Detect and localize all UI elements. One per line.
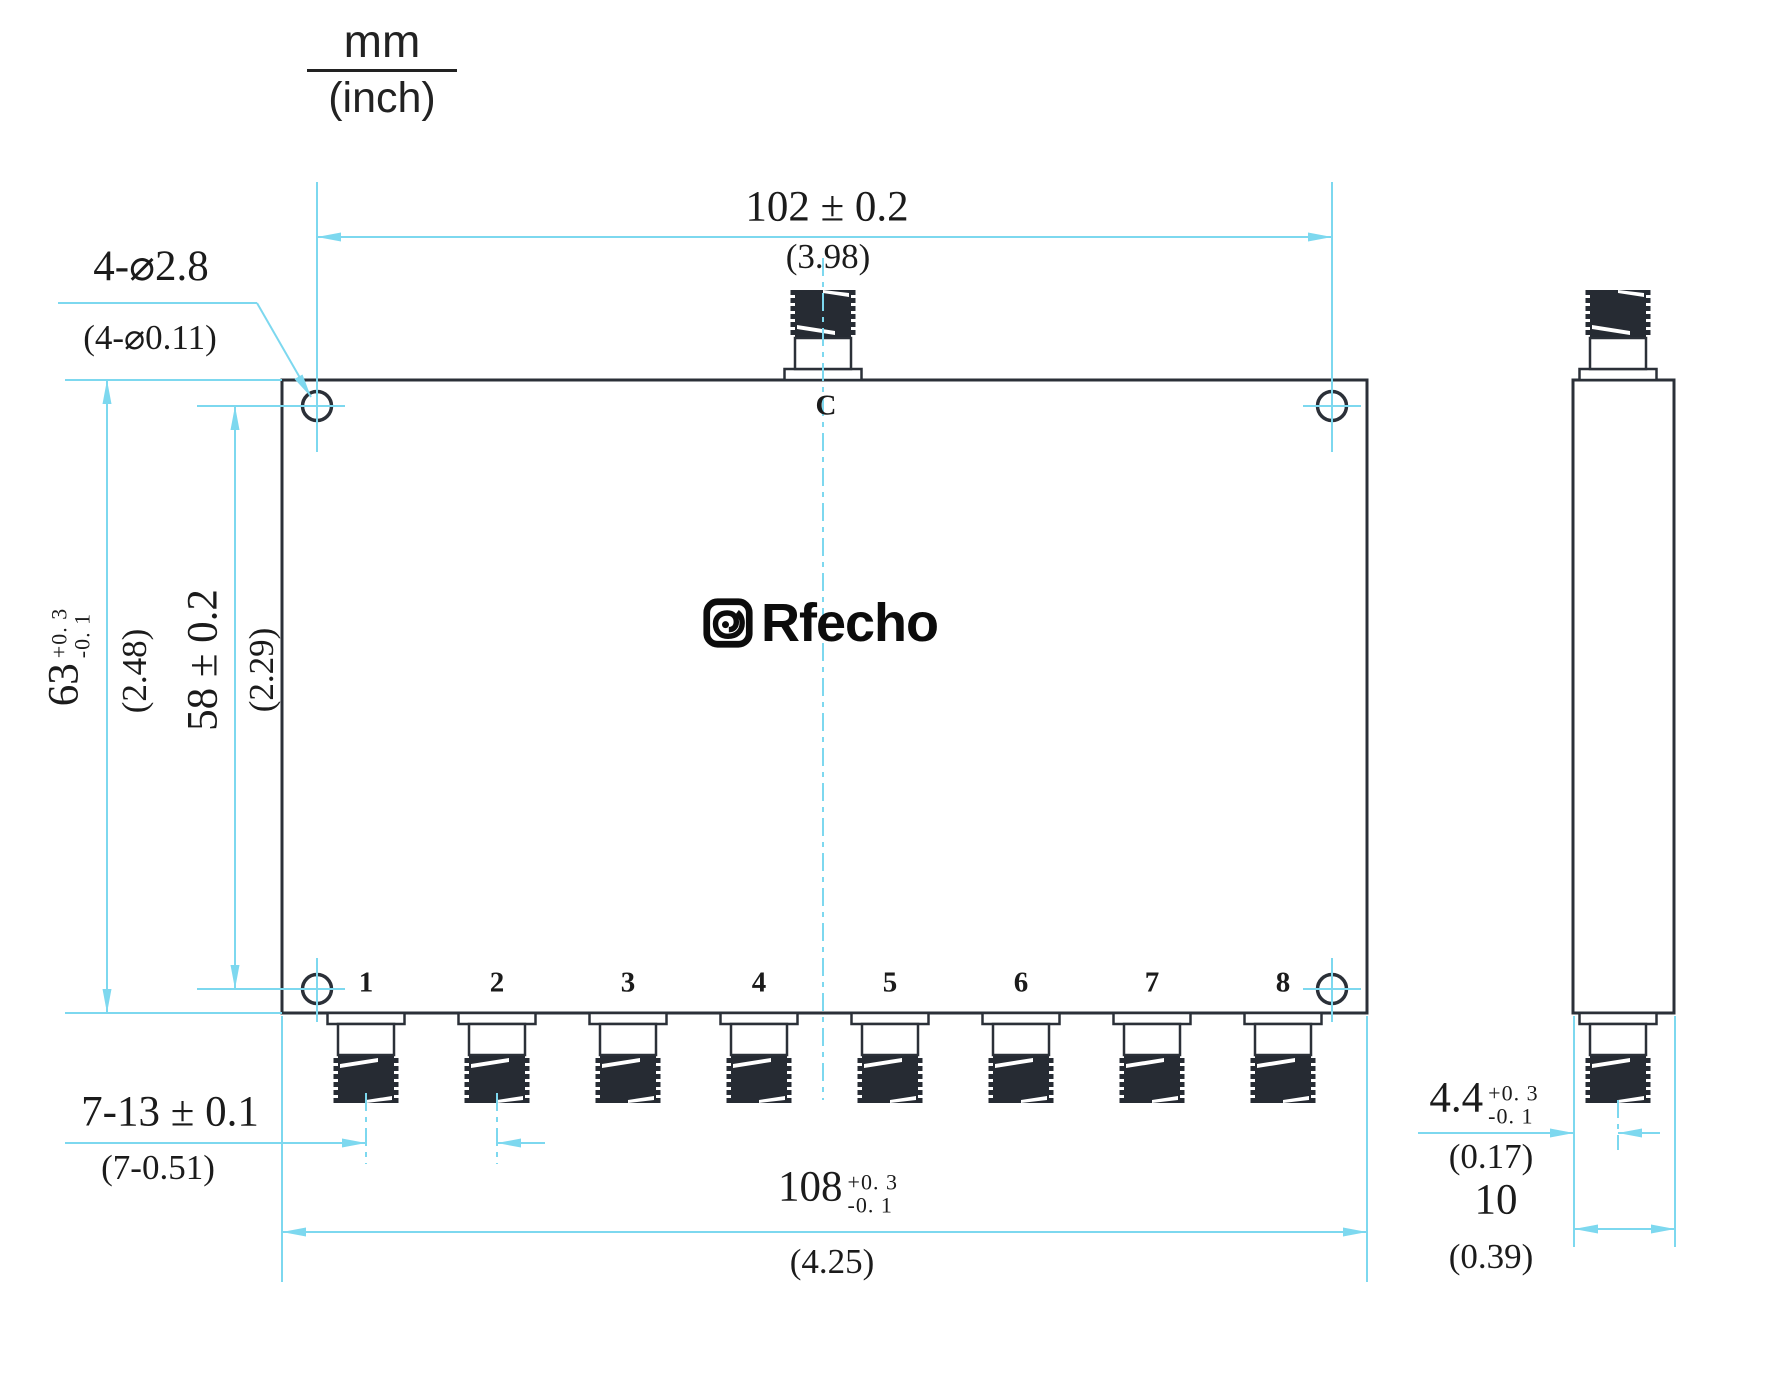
port-label-3: 3 bbox=[620, 966, 636, 999]
dim-body-thickness-mm: 10 bbox=[1474, 1176, 1518, 1224]
side-view-body bbox=[1571, 378, 1676, 1015]
port-label-2: 2 bbox=[489, 966, 505, 999]
port-label-6: 6 bbox=[1013, 966, 1029, 999]
dim-port-offset-value: 4.4 bbox=[1429, 1074, 1484, 1122]
dim-body-width-inch: (4.25) bbox=[789, 1242, 875, 1281]
dim-corner-holes-inch: (4-⌀0.11) bbox=[83, 318, 217, 357]
tolerance-minus: -0. 1 bbox=[69, 612, 95, 659]
dim-port-pitch-inch: (7-0.51) bbox=[101, 1148, 215, 1187]
dim-body-height-tolerance: +0. 3-0. 1 bbox=[46, 607, 95, 659]
tolerance-plus: +0. 3 bbox=[847, 1169, 898, 1195]
port-label-c: C bbox=[815, 389, 837, 422]
port-label-1: 1 bbox=[358, 966, 374, 999]
extension-lines bbox=[65, 182, 1676, 1282]
port-label-8: 8 bbox=[1275, 966, 1291, 999]
dim-hole-spacing-y-inch: (2.29) bbox=[242, 627, 281, 713]
rfecho-spiral-icon bbox=[703, 598, 753, 648]
units-mm: mm bbox=[343, 15, 421, 67]
centerlines bbox=[365, 258, 1619, 1164]
port-label-4: 4 bbox=[751, 966, 767, 999]
dim-port-offset-mm: 4.4+0. 3-0. 1 bbox=[1429, 1073, 1538, 1130]
tolerance-plus: +0. 3 bbox=[46, 607, 72, 659]
dim-body-width-value: 108 bbox=[778, 1163, 843, 1211]
brand-logo: Rfecho bbox=[703, 592, 939, 654]
dim-body-width-tolerance: +0. 3-0. 1 bbox=[847, 1169, 898, 1218]
dim-port-offset-tolerance: +0. 3-0. 1 bbox=[1488, 1080, 1539, 1129]
dim-hole-spacing-x-inch: (3.98) bbox=[785, 237, 871, 276]
port-label-5: 5 bbox=[882, 966, 898, 999]
tolerance-plus: +0. 3 bbox=[1488, 1080, 1539, 1106]
dim-body-height-value: 63 bbox=[40, 663, 88, 707]
units-fraction-bar bbox=[307, 68, 457, 72]
dim-hole-spacing-y-mm: 58 ± 0.2 bbox=[179, 589, 227, 731]
port-label-7: 7 bbox=[1144, 966, 1160, 999]
front-bottom-connectors bbox=[326, 1011, 1323, 1105]
front-view-body bbox=[280, 378, 1369, 1015]
dim-port-offset-inch: (0.17) bbox=[1448, 1137, 1534, 1176]
dimension-lines bbox=[58, 236, 1675, 1233]
dim-hole-spacing-x-mm: 102 ± 0.2 bbox=[745, 183, 909, 231]
dim-body-height-mm: 63+0. 3-0. 1 bbox=[39, 608, 96, 706]
tolerance-minus: -0. 1 bbox=[847, 1192, 893, 1218]
tolerance-minus: -0. 1 bbox=[1488, 1103, 1534, 1129]
dim-corner-holes-mm: 4-⌀2.8 bbox=[93, 243, 209, 290]
brand-logo-text: Rfecho bbox=[761, 593, 939, 653]
dim-port-pitch-mm: 7-13 ± 0.1 bbox=[81, 1088, 259, 1136]
units-inch: (inch) bbox=[328, 73, 436, 122]
dim-body-width-mm: 108+0. 3-0. 1 bbox=[778, 1162, 898, 1219]
units-note: mm (inch) bbox=[304, 15, 460, 125]
dim-body-height-inch: (2.48) bbox=[115, 628, 154, 714]
dimension-arrowheads bbox=[102, 232, 1675, 1237]
dim-body-thickness-inch: (0.39) bbox=[1448, 1237, 1534, 1276]
